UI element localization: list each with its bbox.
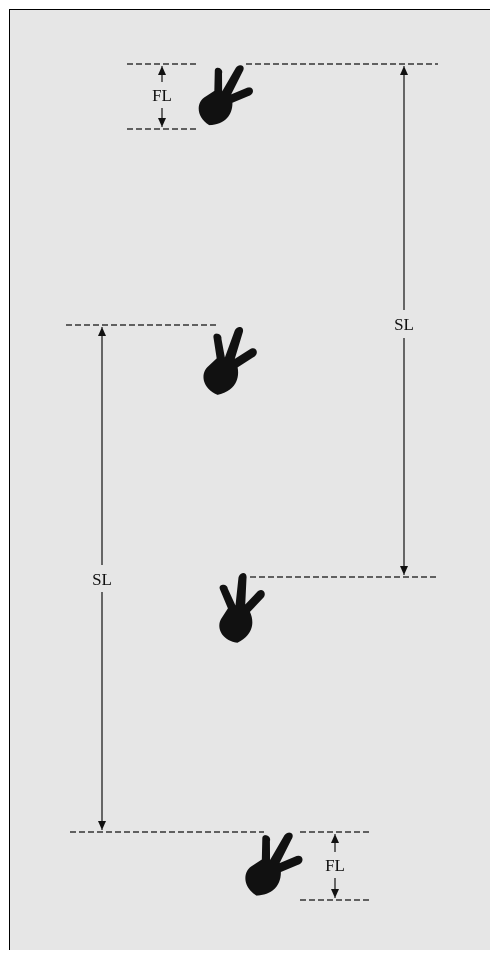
- sl-right-label: SL: [394, 315, 414, 334]
- footprint-icon: [194, 56, 260, 135]
- fl-top-label: FL: [152, 86, 172, 105]
- footprint-icon: [201, 322, 261, 400]
- sl-left-label: SL: [92, 570, 112, 589]
- diagram-background: [9, 9, 490, 950]
- footprint-icon: [214, 570, 270, 645]
- fl-bottom-label: FL: [325, 856, 345, 875]
- footprint-icon: [240, 823, 310, 906]
